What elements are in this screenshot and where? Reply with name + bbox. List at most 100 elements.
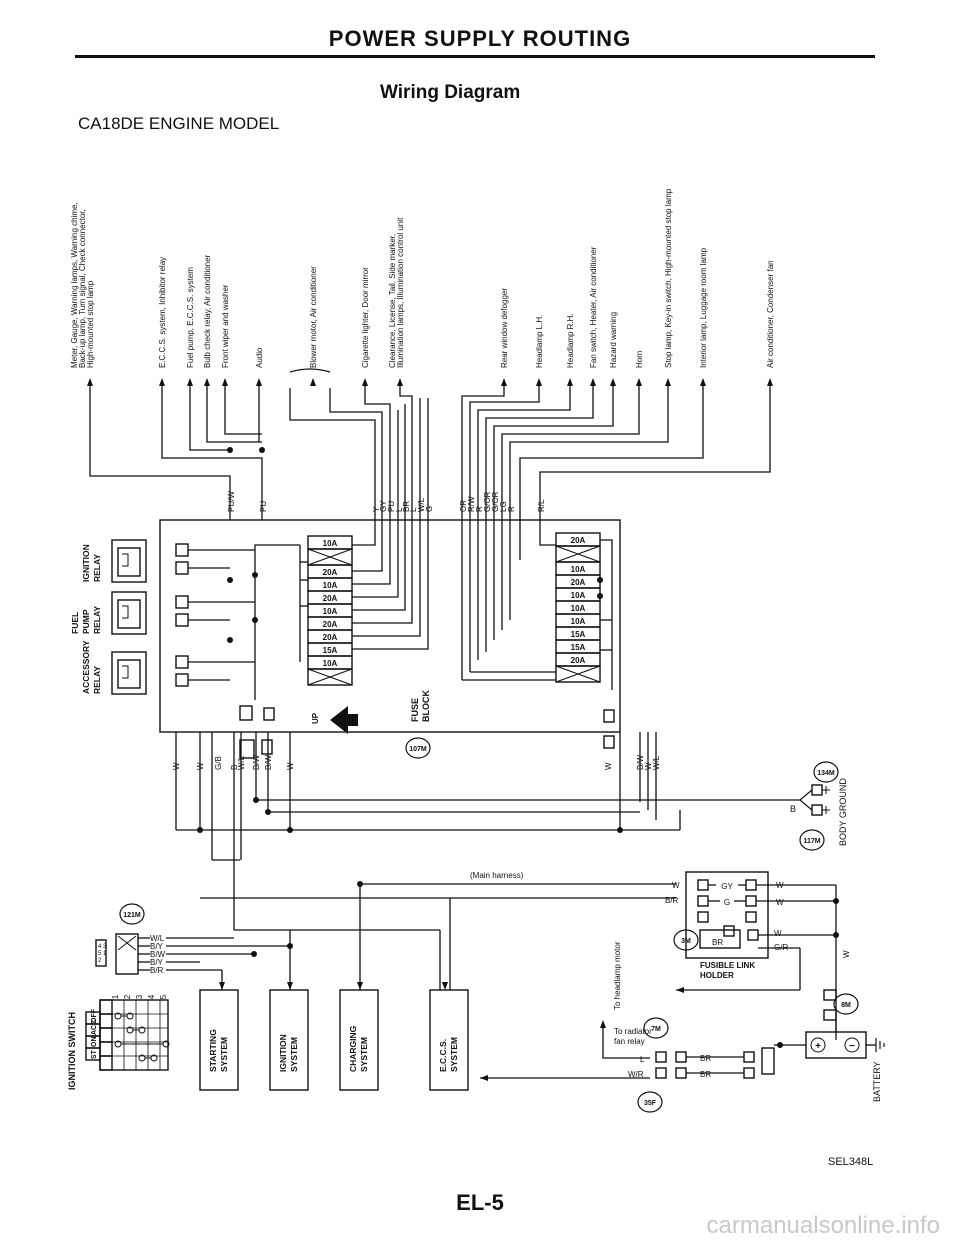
wire [477,386,571,520]
load-label: Back-up lamp, Turn signal, Check connect… [78,209,87,368]
junction-dot [597,593,603,599]
relay-connector [175,613,189,627]
wire [399,386,413,520]
switch-position: ST [91,1049,98,1059]
arrow-head [665,378,671,386]
junction-dot [597,577,603,583]
wire [509,386,669,520]
ground-wire-color: B [790,804,796,814]
title-divider [75,55,875,58]
relay-label: FUEL [70,612,80,634]
relay-label: ACCESSORY [81,640,91,694]
connector-117m-ring [799,829,825,851]
arrow-head [397,378,403,386]
relay-connector [175,673,189,687]
switch-wire-color: B/R [150,966,164,975]
wire-color: W [672,881,680,890]
wire [539,386,771,520]
main-harness-label: (Main harness) [470,871,524,880]
wire [485,386,594,520]
wire-color-top: L [409,507,418,512]
wire-color-bottom: G/B [214,756,223,770]
connector-block [675,1051,687,1063]
load-label: Clearance, License, Tail, Side marker, [388,234,397,368]
connector-121m: 121M [123,912,141,919]
switch-position: OFF [91,1008,98,1023]
switch-terminal-number: 3 [135,994,144,999]
wire-color-top: R/W [467,496,476,512]
arrow-head [159,378,165,386]
connector-block [603,735,615,749]
wire [352,520,399,598]
arrow-head [676,987,684,993]
wire-color-top: R/L [537,499,546,512]
connector-block [655,1051,667,1063]
wire [519,386,704,520]
load-label: Headlamp R.H. [566,313,575,368]
wire [602,1044,650,1059]
wire-color-top: PU [259,501,268,512]
radiator-label: fan relay [614,1037,645,1046]
load-label: Hazard warning [609,312,618,368]
battery-minus-terminal [844,1037,860,1053]
wire [539,520,556,546]
load-label: Horn [635,351,644,368]
diagram-code: SEL348L [828,1156,874,1168]
switch-terminal-cell [99,999,113,1015]
link-terminal [697,911,709,923]
relay-connector [175,561,189,575]
arrow-head [501,378,507,386]
page-number: EL-5 [456,1190,504,1215]
junction-dot [265,809,271,815]
wire [600,539,613,690]
terminal-mark: 1 [103,951,107,957]
arrow-head [310,378,316,386]
fuse-rating: 20A [323,568,338,577]
connector-block [263,707,275,721]
fuse-rating: 10A [323,659,338,668]
fuse-rating: 10A [323,539,338,548]
switch-wire-color: B/W [150,950,166,959]
connector-134m-ring [813,761,839,783]
switch-position: ON [91,1037,98,1048]
engine-model-label: CA18DE ENGINE MODEL [78,114,280,133]
wire-color-top: G/OR [491,491,500,512]
system-label: CHARGING [348,1025,358,1072]
terminal-mark: 3 [103,944,107,950]
arrow-head [600,1020,606,1028]
junction-dot [287,827,293,833]
junction-dot [197,827,203,833]
wire-color-top: G/OR [483,491,492,512]
wire-color: BR [700,1070,711,1079]
junction-dot [833,898,839,904]
link-wire: BR [712,938,723,947]
radiator-label: To radiator [614,1027,652,1036]
diagram-subtitle: Wiring Diagram [380,82,521,103]
arrow-head [219,982,225,990]
battery-minus: − [849,1041,855,1052]
connector-7m-ring [643,1017,669,1039]
arrow-head [204,378,210,386]
load-label: Bulb check relay, Air conditioner [203,254,212,368]
junction-dot [227,637,233,643]
wire [206,386,262,443]
arrow-head [536,378,542,386]
switch-wire-color: B/Y [150,958,164,967]
wire-color-top: BR [402,501,411,512]
load-label: Cigarette lighter, Door mirror [361,267,370,368]
relay-label: RELAY [92,606,102,634]
junction-dot [252,617,258,623]
battery-ground-symbol [875,1038,885,1052]
system-label: SYSTEM [449,1037,459,1072]
wire [501,386,640,520]
connector-35f: 35F [644,1100,657,1107]
switch-terminal-cell [99,1013,113,1029]
wire-color-top: OR [459,500,468,512]
fuse-rating: 10A [323,607,338,616]
fuse-x-mark [555,665,601,683]
relay-coil [117,659,141,689]
page-title: POWER SUPPLY ROUTING [328,26,632,51]
load-label: Fan switch, Heater, Air conditioner [589,246,598,368]
wire-color: BR [700,1054,711,1063]
connector-block [261,739,273,755]
